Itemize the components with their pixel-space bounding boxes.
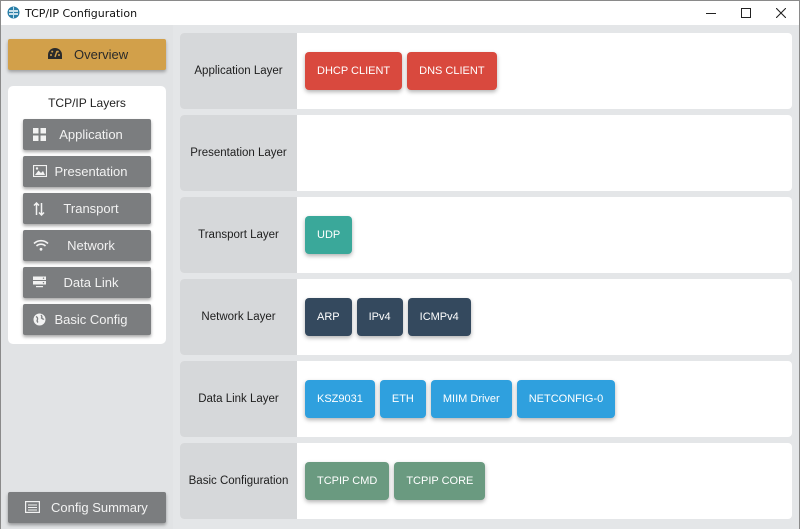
module-chip-tcpip-cmd[interactable]: TCPIP CMD	[305, 462, 390, 500]
layer-row-basic-configuration: Basic Configuration TCPIP CMD TCPIP CORE	[180, 443, 792, 519]
layer-row-presentation: Presentation Layer	[180, 115, 792, 191]
nav-label-application: Application	[59, 127, 123, 142]
module-chip-dns-client[interactable]: DNS CLIENT	[407, 52, 497, 90]
layer-modules: ARP IPv4 ICMPv4	[305, 298, 471, 336]
module-chip-udp[interactable]: UDP	[305, 216, 353, 254]
nav-button-data-link[interactable]: Data Link	[23, 267, 151, 298]
layer-modules: UDP	[305, 216, 353, 254]
globe-icon	[33, 313, 46, 326]
nav-button-presentation[interactable]: Presentation	[23, 156, 151, 187]
module-chip-dhcp-client[interactable]: DHCP CLIENT	[305, 52, 403, 90]
layer-label: Presentation Layer	[180, 115, 297, 191]
config-summary-label: Config Summary	[51, 500, 148, 515]
layer-modules: KSZ9031 ETH MIIM Driver NETCONFIG-0	[305, 380, 616, 418]
layer-row-application: Application Layer DHCP CLIENT DNS CLIENT	[180, 33, 792, 109]
content-area: Overview TCP/IP Layers Application	[1, 25, 799, 529]
wifi-icon	[33, 239, 49, 251]
nav-button-network[interactable]: Network	[23, 230, 151, 261]
config-summary-button[interactable]: Config Summary	[8, 492, 166, 523]
server-icon	[33, 276, 46, 288]
close-icon	[776, 8, 786, 18]
close-button[interactable]	[764, 1, 798, 25]
module-chip-arp[interactable]: ARP	[305, 298, 352, 336]
module-chip-ipv4[interactable]: IPv4	[356, 298, 403, 336]
module-chip-ksz9031[interactable]: KSZ9031	[305, 380, 375, 418]
nav-button-basic-config[interactable]: Basic Config	[23, 304, 151, 335]
sidebar: Overview TCP/IP Layers Application	[1, 25, 173, 529]
layer-row-transport: Transport Layer UDP	[180, 197, 792, 273]
layer-label: Application Layer	[180, 33, 297, 109]
layers-panel-title: TCP/IP Layers	[48, 96, 126, 110]
minimize-icon	[706, 13, 716, 14]
layer-label: Basic Configuration	[180, 443, 297, 519]
nav-label-presentation: Presentation	[54, 164, 128, 179]
image-icon	[33, 165, 47, 177]
nav-label-network: Network	[67, 238, 115, 253]
nav-button-transport[interactable]: Transport	[23, 193, 151, 224]
maximize-icon	[741, 8, 751, 18]
module-chip-miim-driver[interactable]: MIIM Driver	[430, 380, 512, 418]
layer-row-data-link: Data Link Layer KSZ9031 ETH MIIM Driver …	[180, 361, 792, 437]
window-title: TCP/IP Configuration	[25, 7, 138, 20]
nav-button-application[interactable]: Application	[23, 119, 151, 150]
up-down-arrows-icon	[33, 202, 45, 216]
title-bar[interactable]: TCP/IP Configuration	[1, 1, 799, 25]
app-logo-icon	[7, 6, 20, 19]
layer-label: Network Layer	[180, 279, 297, 355]
module-chip-netconfig-0[interactable]: NETCONFIG-0	[516, 380, 616, 418]
module-chip-tcpip-core[interactable]: TCPIP CORE	[394, 462, 486, 500]
grid-icon	[33, 128, 46, 141]
dashboard-gauge-icon	[48, 48, 62, 59]
layer-modules: DHCP CLIENT DNS CLIENT	[305, 52, 497, 90]
nav-label-data-link: Data Link	[63, 275, 119, 290]
layer-label: Transport Layer	[180, 197, 297, 273]
overview-button[interactable]: Overview	[8, 39, 166, 70]
maximize-button[interactable]	[729, 1, 763, 25]
minimize-button[interactable]	[694, 1, 728, 25]
nav-label-basic-config: Basic Config	[54, 312, 128, 327]
nav-label-transport: Transport	[63, 201, 119, 216]
overview-label: Overview	[74, 47, 129, 62]
layers-panel: TCP/IP Layers Application Presentation	[8, 86, 166, 344]
list-window-icon	[25, 501, 40, 513]
layer-row-network: Network Layer ARP IPv4 ICMPv4	[180, 279, 792, 355]
layer-label: Data Link Layer	[180, 361, 297, 437]
module-chip-icmpv4[interactable]: ICMPv4	[407, 298, 471, 336]
module-chip-eth[interactable]: ETH	[379, 380, 426, 418]
layer-modules: TCPIP CMD TCPIP CORE	[305, 462, 486, 500]
layers-main: Application Layer DHCP CLIENT DNS CLIENT…	[180, 33, 792, 521]
